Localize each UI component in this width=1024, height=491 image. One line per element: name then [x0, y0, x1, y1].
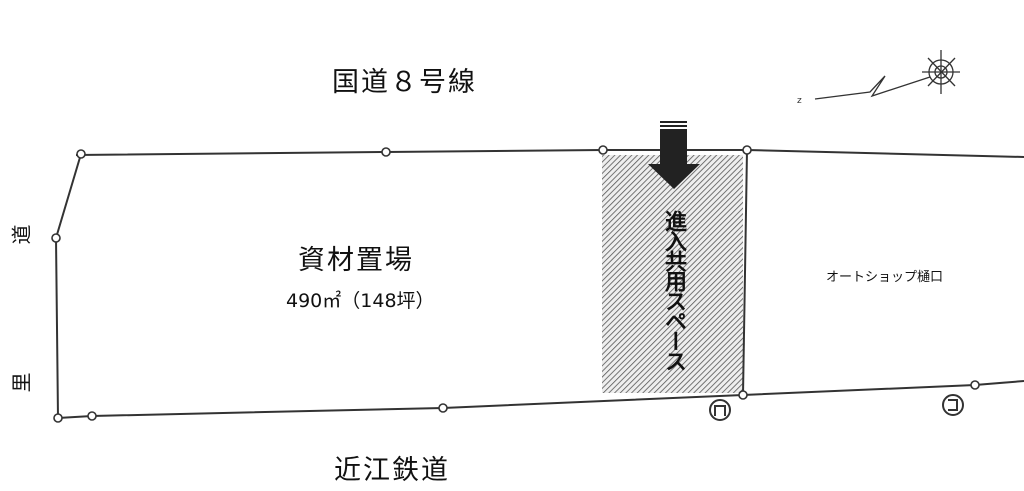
side-road-label-2: 里 [9, 372, 34, 393]
yard-area-label: 490㎡（148坪） [286, 290, 435, 312]
arrow-down-icon [648, 121, 700, 189]
shared-space-label: 進入共用スペース [661, 210, 686, 370]
svg-text:z: z [797, 96, 802, 106]
railway-label-south: 近江鉄道 [334, 455, 450, 486]
yard-name-label: 資材置場 [298, 245, 414, 276]
shared-space-area [602, 155, 743, 393]
boundary-marker-icon [709, 399, 731, 421]
north-compass-icon: z [797, 50, 960, 106]
side-road-label-1: 道 [9, 224, 34, 245]
boundary-marker-icon [942, 394, 964, 416]
survey-points [51, 145, 980, 423]
road-label-north: 国道８号線 [332, 67, 477, 98]
neighbor-label: オートショップ樋口 [826, 270, 944, 285]
